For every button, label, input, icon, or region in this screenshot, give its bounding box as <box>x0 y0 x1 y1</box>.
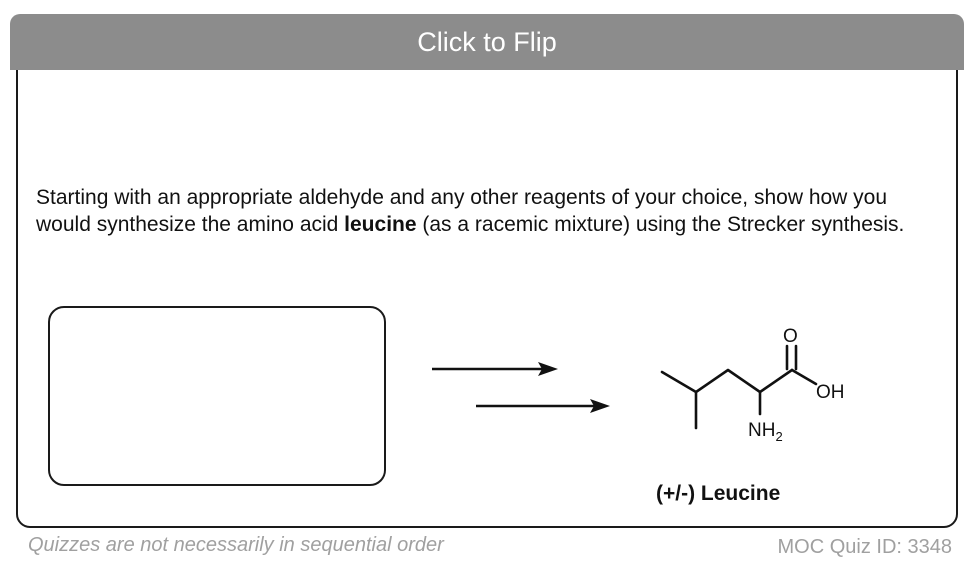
atom-label-subscript: 2 <box>775 429 782 444</box>
question-text: Starting with an appropriate aldehyde an… <box>36 184 936 238</box>
reaction-arrowhead-1 <box>538 362 558 376</box>
question-text-part-1: Starting with an appropriate aldehyde an… <box>36 186 888 236</box>
quiz-id: MOC Quiz ID: 3348 <box>777 536 952 558</box>
atom-label-oh: OH <box>816 382 845 403</box>
molecule-caption: (+/-) Leucine <box>656 482 781 505</box>
atom-label-nh2: NH2 <box>748 420 783 444</box>
atom-label-o: O <box>783 326 798 347</box>
carbon-chain <box>660 368 794 394</box>
reaction-arrows <box>432 362 610 413</box>
c-oh-bond <box>790 368 818 386</box>
click-to-flip-button[interactable]: Click to Flip <box>10 14 964 70</box>
question-bold-term: leucine <box>344 213 417 236</box>
atom-label-nh: NH <box>748 420 775 441</box>
question-text-part-2: (as a racemic mixture) using the Strecke… <box>416 213 905 236</box>
answer-box <box>48 306 386 486</box>
reaction-arrowhead-2 <box>590 399 610 413</box>
leucine-structure: O OH NH2 <box>660 326 845 444</box>
footer-note: Quizzes are not necessarily in sequentia… <box>28 534 444 556</box>
